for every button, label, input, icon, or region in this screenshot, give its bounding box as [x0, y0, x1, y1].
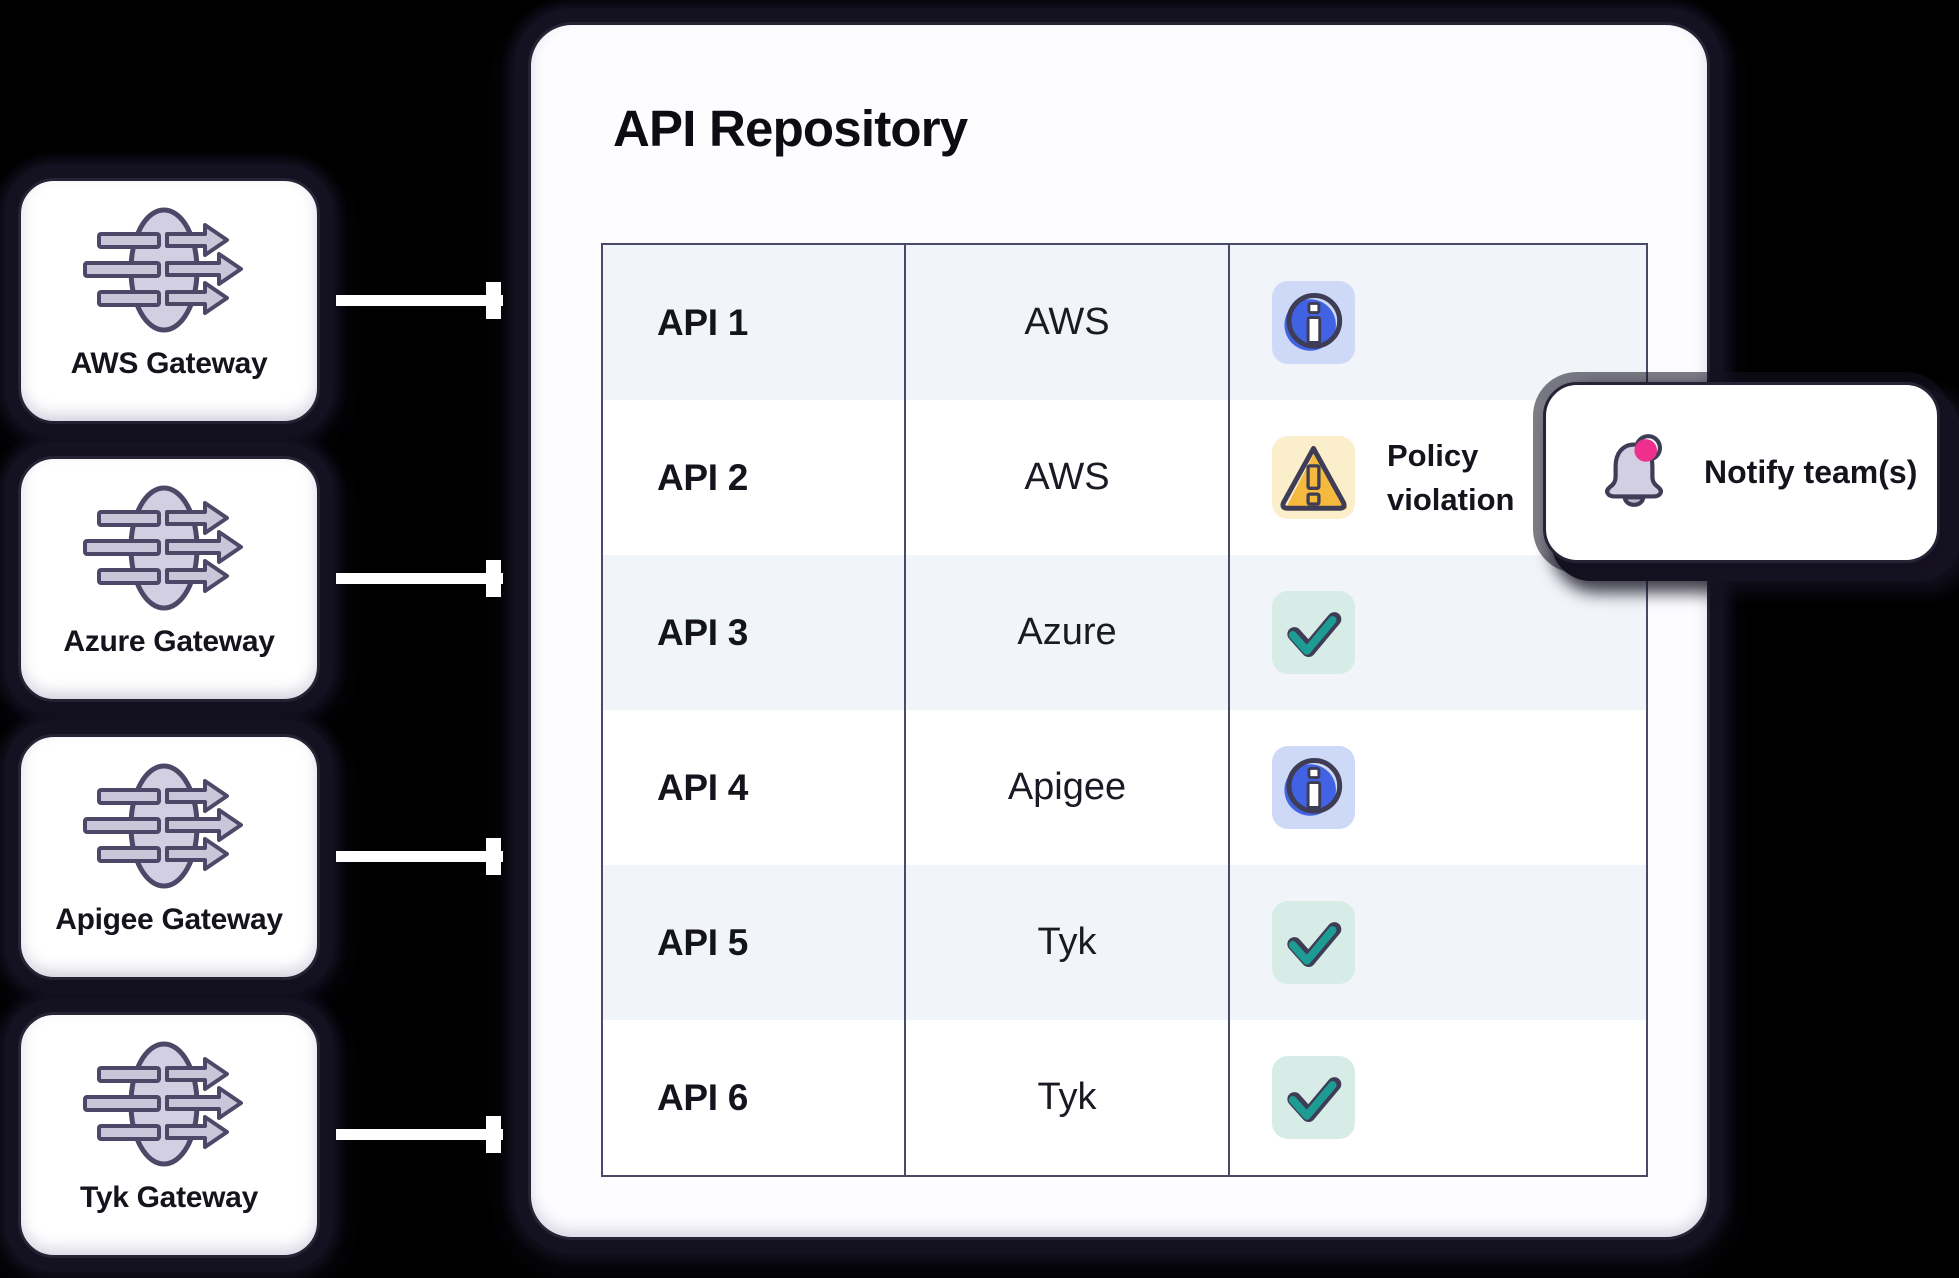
- gateway-icon: [83, 1041, 243, 1167]
- gateway-label: AWS Gateway: [70, 347, 268, 380]
- api-provider: Azure: [904, 555, 1228, 710]
- api-status-cell: [1228, 1020, 1646, 1175]
- info-icon: [1272, 281, 1355, 364]
- check-icon: [1272, 1056, 1355, 1139]
- api-name: API 5: [657, 921, 749, 963]
- api-provider: AWS: [904, 400, 1228, 555]
- gateway-card: Azure Gateway: [18, 456, 320, 702]
- gateway-card: AWS Gateway: [18, 178, 320, 424]
- api-provider: AWS: [904, 245, 1228, 400]
- table-row: API 1 AWS: [603, 245, 1646, 400]
- gateway-card: Apigee Gateway: [18, 734, 320, 980]
- connector-arrowhead: [486, 1116, 501, 1153]
- info-icon: [1272, 746, 1355, 829]
- api-repository-panel: API Repository API 1 AWS API 2 AWS Polic…: [528, 22, 1710, 1240]
- table-row: API 6 Tyk: [603, 1020, 1646, 1175]
- connector-line: [336, 560, 503, 597]
- gateway-icon: [83, 485, 243, 611]
- panel-title: API Repository: [613, 100, 968, 157]
- bell-icon: [1588, 427, 1680, 519]
- api-name: API 4: [657, 766, 749, 808]
- status-label: Policy violation: [1387, 437, 1515, 517]
- warning-icon: [1272, 436, 1355, 519]
- gateway-icon: [83, 207, 243, 333]
- notify-callout: Notify team(s): [1543, 382, 1940, 563]
- api-provider: Apigee: [904, 710, 1228, 865]
- gateway-card: Tyk Gateway: [18, 1012, 320, 1258]
- connector-line: [336, 282, 503, 319]
- api-status-cell: [1228, 245, 1646, 400]
- connector-arrowhead: [486, 560, 501, 597]
- api-provider: Tyk: [904, 1020, 1228, 1175]
- check-icon: [1272, 591, 1355, 674]
- api-status-cell: Policy violation: [1228, 400, 1646, 555]
- check-icon: [1272, 901, 1355, 984]
- api-name: API 3: [657, 611, 749, 653]
- table-row: API 3 Azure: [603, 555, 1646, 710]
- table-row: API 5 Tyk: [603, 865, 1646, 1020]
- connector-line: [336, 838, 503, 875]
- api-table: API 1 AWS API 2 AWS Policy violation API…: [601, 243, 1648, 1177]
- connector-arrowhead: [486, 282, 501, 319]
- table-row: API 2 AWS Policy violation: [603, 400, 1646, 555]
- connector-line: [336, 1116, 503, 1153]
- gateway-icon: [83, 763, 243, 889]
- connector-arrowhead: [486, 838, 501, 875]
- api-status-cell: [1228, 865, 1646, 1020]
- api-status-cell: [1228, 555, 1646, 710]
- table-row: API 4 Apigee: [603, 710, 1646, 865]
- gateway-label: Apigee Gateway: [55, 903, 283, 936]
- api-provider: Tyk: [904, 865, 1228, 1020]
- api-name: API 6: [657, 1076, 749, 1118]
- api-status-cell: [1228, 710, 1646, 865]
- api-name: API 2: [657, 456, 749, 498]
- notify-label: Notify team(s): [1704, 454, 1918, 490]
- api-name: API 1: [657, 301, 749, 343]
- gateway-label: Azure Gateway: [63, 625, 275, 658]
- gateway-label: Tyk Gateway: [80, 1181, 258, 1214]
